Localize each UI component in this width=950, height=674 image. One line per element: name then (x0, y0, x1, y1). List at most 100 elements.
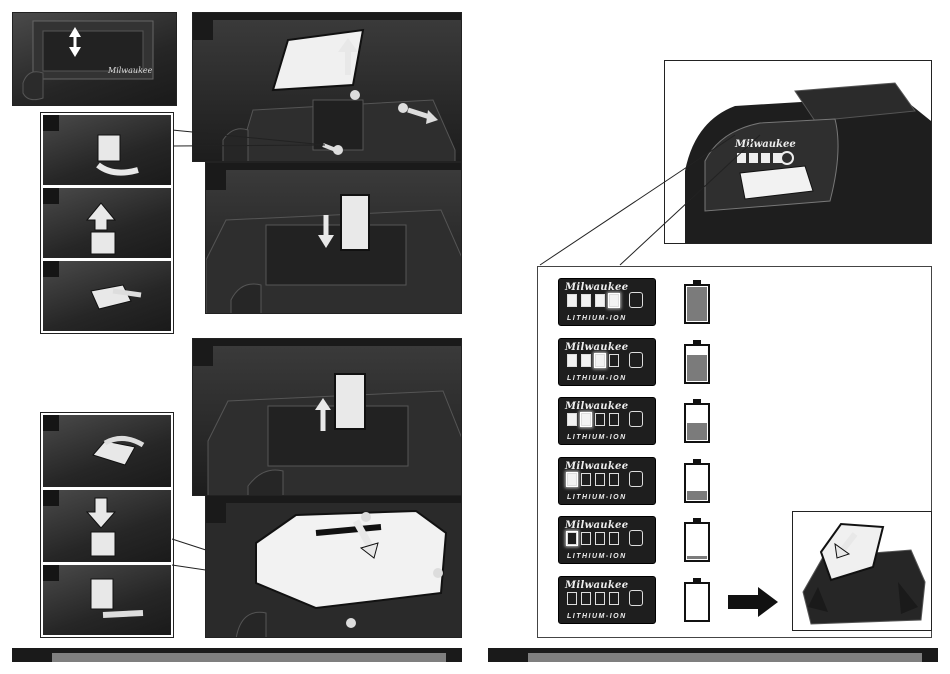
fuel-gauge-button-icon (629, 590, 643, 606)
step-number-box (206, 170, 226, 190)
battery-icon (684, 463, 710, 503)
led-segment (595, 532, 605, 545)
step-panel-close-lid (205, 495, 462, 638)
led-segment (581, 473, 591, 486)
battery-icon (684, 284, 710, 324)
hand-icon (43, 261, 171, 331)
battery-icon (684, 582, 710, 622)
lithium-ion-label: LITHIUM-ION (567, 494, 627, 501)
panel-header-bar (206, 163, 461, 170)
step-panel-remove-battery (192, 338, 462, 496)
brand-logo: Milwaukee (565, 401, 628, 412)
battery-cap (693, 518, 701, 522)
latch-step-3 (43, 261, 171, 331)
led-segment (595, 413, 605, 426)
battery-icon (684, 344, 710, 384)
battery-insert-graphic (206, 170, 462, 314)
vacuum-overview-illustration: Milwaukee (13, 13, 176, 105)
hand-icon (43, 415, 171, 487)
battery-cap (693, 280, 701, 284)
hand-icon (43, 115, 171, 185)
step-panel-insert-battery (205, 162, 462, 314)
battery-icon (684, 403, 710, 443)
brand-logo: Milwaukee (565, 282, 628, 293)
svg-text:Milwaukee: Milwaukee (107, 66, 153, 75)
led-segment (581, 532, 591, 545)
latch-step-2 (43, 490, 171, 562)
battery-insert-illustration (206, 170, 461, 313)
callout-line (170, 110, 330, 150)
fuel-gauge-button-icon (629, 411, 643, 427)
latch-step-2 (43, 188, 171, 258)
lid-close-graphic (206, 503, 462, 638)
led-segment (595, 294, 605, 307)
right-page-footer-bar (488, 648, 938, 662)
latch-step-1 (43, 115, 171, 185)
led-segment (567, 592, 577, 605)
led-segment (609, 413, 619, 426)
led-segment (581, 592, 591, 605)
brand-logo: Milwaukee (565, 461, 628, 472)
step-number-box (206, 503, 226, 523)
battery-remove-graphic (193, 346, 462, 496)
battery-fill-level (687, 423, 707, 440)
latch-close-sequence (40, 412, 174, 638)
brand-logo: Milwaukee (565, 342, 628, 353)
led-segment (609, 294, 619, 307)
lithium-ion-label: LITHIUM-ION (567, 315, 627, 322)
led-segment (595, 354, 605, 367)
battery-cap (693, 399, 701, 403)
panel-header-bar (193, 13, 461, 20)
lithium-ion-label: LITHIUM-ION (567, 553, 627, 560)
hand-icon (43, 565, 171, 635)
left-page-footer-bar (12, 648, 462, 662)
led-segment (567, 473, 577, 486)
lithium-ion-label: LITHIUM-ION (567, 375, 627, 382)
battery-fill-level (687, 556, 707, 559)
charger-figure (792, 511, 932, 631)
arrow-right-icon (726, 585, 782, 619)
battery-fill-level (687, 491, 707, 500)
battery-cap (693, 340, 701, 344)
panel-header-bar (193, 339, 461, 346)
fuel-gauge-button-icon (629, 292, 643, 308)
fuel-gauge-button-icon (629, 530, 643, 546)
led-segment (581, 413, 591, 426)
led-segment (595, 473, 605, 486)
led-segment (567, 532, 577, 545)
panel-header-bar (206, 496, 461, 503)
callout-line (530, 130, 770, 270)
battery-cap (693, 578, 701, 582)
lithium-ion-label: LITHIUM-ION (567, 613, 627, 620)
arrow-up-icon (43, 188, 171, 258)
led-segment (609, 592, 619, 605)
arrow-down-icon (43, 490, 171, 562)
fuel-gauge-button-icon (629, 352, 643, 368)
step-number-box (193, 346, 213, 366)
led-segment (567, 413, 577, 426)
led-segment (609, 473, 619, 486)
brand-logo: Milwaukee (565, 520, 628, 531)
battery-fill-level (687, 355, 707, 381)
overview-figure: Milwaukee (12, 12, 177, 106)
latch-open-sequence (40, 112, 174, 334)
led-segment (567, 354, 577, 367)
latch-step-1 (43, 415, 171, 487)
battery-cap (693, 459, 701, 463)
vacuum-open-lid-graphic: Milwaukee (13, 13, 177, 106)
led-segment (581, 354, 591, 367)
latch-step-3 (43, 565, 171, 635)
battery-remove-illustration (193, 346, 461, 495)
led-segment (567, 294, 577, 307)
led-segment (595, 592, 605, 605)
battery-fill-level (687, 287, 707, 321)
led-segment (609, 532, 619, 545)
lid-close-illustration (206, 503, 461, 637)
led-segment (609, 354, 619, 367)
